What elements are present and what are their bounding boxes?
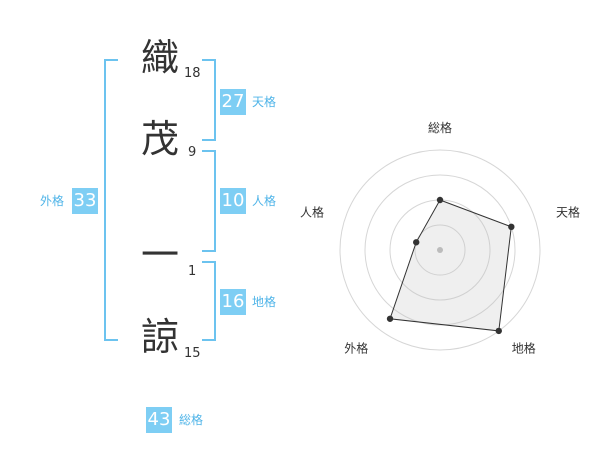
radar-axis-label-2: 天格: [556, 204, 580, 219]
gaikaku-score-box: 33: [72, 188, 98, 214]
radar-point-3: [495, 327, 502, 335]
radar-data-polygon: [389, 199, 512, 332]
stroke-count-1: 18: [184, 66, 201, 81]
radar-axis-label-5: 人格: [300, 204, 324, 219]
tenkaku-score-box: 27: [220, 89, 246, 115]
soukaku-label: 総格: [179, 413, 204, 427]
jinkaku-label: 人格: [252, 194, 277, 208]
name-char-3: 一: [141, 233, 180, 277]
tenkaku-label: 天格: [252, 95, 277, 109]
chikaku-score-box: 16: [220, 289, 246, 315]
radar-axis-label-1: 総格: [428, 120, 452, 135]
stroke-count-2: 9: [188, 145, 197, 160]
radar-grid-ring-3: [364, 174, 516, 326]
radar-point-4: [386, 315, 394, 322]
jinkaku-bracket: [202, 150, 216, 252]
chikaku-bracket: [202, 261, 216, 341]
name-char-4: 諒: [141, 315, 180, 359]
stroke-count-3: 1: [188, 264, 197, 279]
radar-point-2: [508, 223, 515, 231]
radar-grid-ring-4: [339, 149, 541, 351]
radar-center-dot: [437, 247, 443, 253]
radar-point-5: [413, 239, 420, 246]
soukaku-score-box: 43: [146, 407, 172, 433]
chikaku-label: 地格: [252, 295, 277, 309]
name-char-2: 茂: [141, 117, 180, 161]
gaikaku-bracket: [104, 59, 118, 341]
stroke-count-4: 15: [184, 346, 201, 361]
radar-axis-label-3: 地格: [512, 341, 536, 356]
radar-axis-label-4: 外格: [344, 341, 368, 356]
gaikaku-label: 外格: [40, 194, 65, 208]
radar-grid-ring-1: [414, 224, 466, 276]
jinkaku-score-box: 10: [220, 188, 246, 214]
tenkaku-bracket: [202, 59, 216, 141]
radar-point-1: [436, 196, 444, 204]
name-char-1: 織: [141, 36, 180, 80]
